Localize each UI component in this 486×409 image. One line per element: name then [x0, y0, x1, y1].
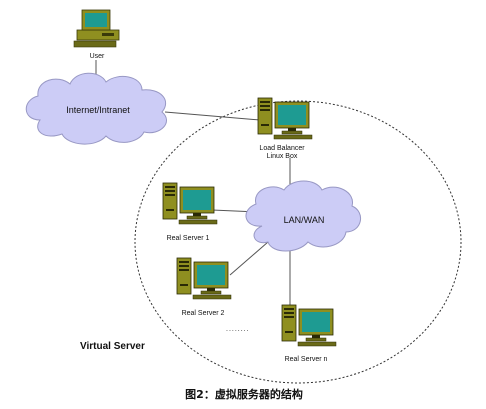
real-server-n-label: Real Server n: [285, 356, 328, 363]
server-computer-icon: [176, 257, 232, 300]
real-server-n: Real Server n: [281, 304, 337, 363]
server-computer-icon: [162, 182, 218, 225]
load-balancer: Load Balancer Linux Box: [257, 97, 313, 160]
lanwan-cloud: LAN/WAN: [245, 180, 361, 252]
user-computer: User: [73, 9, 120, 60]
real-server-2: Real Server 2: [176, 257, 232, 317]
internet-to-load-balancer-line: [164, 111, 261, 121]
load-balancer-label-line2: Linux Box: [267, 153, 298, 160]
desktop-computer-icon: [73, 9, 120, 48]
server-computer-icon: [257, 97, 313, 140]
figure-caption: 图2：虚拟服务器的结构: [185, 387, 303, 401]
user-label: User: [90, 53, 105, 60]
real-server-1: Real Server 1: [162, 182, 218, 242]
virtual-server-label: Virtual Server: [80, 341, 145, 352]
load-balancer-label-line1: Load Balancer: [259, 145, 305, 152]
lan-to-server-2-line: [229, 241, 269, 276]
connection-lines: [95, 60, 291, 305]
internet-cloud: Internet/Intranet: [25, 72, 167, 145]
real-server-1-label: Real Server 1: [167, 235, 210, 242]
lanwan-label: LAN/WAN: [284, 215, 325, 225]
internet-label: Internet/Intranet: [66, 105, 130, 115]
ellipsis-text: ........: [226, 326, 250, 333]
server-computer-icon: [281, 304, 337, 347]
real-server-2-label: Real Server 2: [182, 310, 225, 317]
virtual-server-boundary: [134, 100, 462, 384]
